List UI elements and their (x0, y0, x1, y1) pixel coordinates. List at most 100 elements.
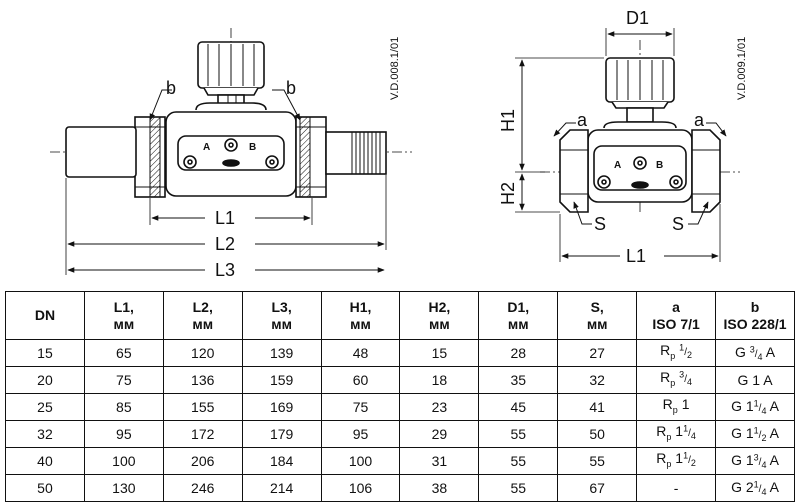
cell-d1: 28 (478, 339, 559, 367)
cell-dn: 50 (5, 474, 85, 502)
thread-b-suffix: A (769, 397, 779, 414)
fraction-denominator: 2 (690, 457, 696, 468)
header-unit: мм (429, 315, 450, 332)
fraction-denominator: 4 (761, 405, 767, 416)
header-unit: мм (192, 315, 214, 332)
thread-a-base: R (660, 368, 671, 385)
cell-l1: 75 (83, 366, 164, 394)
fraction-denominator: 4 (761, 486, 767, 497)
cell-dn: 32 (5, 420, 85, 448)
cell-l1: 130 (83, 474, 164, 502)
dim-l3-left: L3 (215, 260, 235, 280)
thread-a-base: R (656, 449, 667, 466)
cell-l2: 136 (162, 366, 243, 394)
handwheel-right (605, 57, 675, 123)
thread-b-suffix: A (769, 478, 779, 495)
label-a-right: a (694, 110, 705, 130)
cell-s: 50 (557, 420, 638, 448)
cell-thread-b: G 21/4 A (715, 474, 795, 502)
fraction: 3/4 (753, 452, 767, 470)
cell-thread-a: Rp 1/2 (636, 339, 717, 367)
fraction: 1/4 (753, 479, 767, 497)
cell-l3: 214 (241, 474, 322, 502)
cell-l1: 100 (83, 447, 164, 475)
header-cell: H2,мм (399, 291, 480, 340)
fraction: 1/2 (753, 425, 767, 443)
header-cell: D1,мм (478, 291, 559, 340)
header-cell: S,мм (557, 291, 638, 340)
fraction-denominator: 4 (686, 376, 692, 387)
cell-l1: 95 (83, 420, 164, 448)
header-label: D1, (507, 298, 530, 315)
cell-h2: 38 (399, 474, 480, 502)
dim-l1-right: L1 (626, 246, 646, 266)
handwheel-left (197, 41, 265, 108)
cell-s: 67 (557, 474, 638, 502)
right-union-nut (295, 116, 327, 198)
left-view (50, 28, 412, 275)
cell-thread-b: G 3/4 A (715, 339, 795, 367)
cell-s: 55 (557, 447, 638, 475)
cell-thread-a: Rp 11/2 (636, 447, 717, 475)
thread-a-sub: p (666, 431, 672, 442)
thread-a-whole: 1 (675, 449, 684, 466)
header-unit: мм (507, 315, 529, 332)
thread-a-base: R (662, 395, 673, 412)
header-unit: мм (586, 315, 608, 332)
header-unit: ISO 228/1 (723, 315, 787, 332)
header-cell: H1,мм (320, 291, 401, 340)
dim-h2: H2 (498, 182, 518, 205)
port-b-right: B (656, 160, 663, 171)
cell-h2: 29 (399, 420, 480, 448)
cell-dn: 40 (5, 447, 85, 475)
cell-thread-b: G 11/4 A (715, 393, 795, 421)
cell-dn: 15 (5, 339, 85, 367)
fraction-denominator: 4 (690, 430, 696, 441)
header-unit: ISO 7/1 (652, 315, 700, 332)
header-cell: L2,мм (162, 291, 243, 340)
header-cell: DN (5, 291, 85, 340)
cell-l2: 120 (162, 339, 243, 367)
header-cell: L3,мм (241, 291, 322, 340)
cell-h1: 48 (320, 339, 401, 367)
label-s-right: S (672, 214, 684, 234)
fraction-numerator: 1 (683, 450, 689, 461)
cell-h2: 23 (399, 393, 480, 421)
fraction: 1/4 (753, 398, 767, 416)
cell-thread-a: - (636, 474, 717, 502)
fraction-numerator: 1 (683, 423, 689, 434)
fraction-numerator: 1 (679, 342, 685, 353)
cell-dn: 25 (5, 393, 85, 421)
cell-l2: 206 (162, 447, 243, 475)
thread-b-suffix: A (769, 424, 779, 441)
valve-body-right (587, 121, 693, 203)
cell-h1: 95 (320, 420, 401, 448)
fraction-numerator: 3 (749, 344, 755, 355)
header-label: L2, (192, 298, 213, 315)
thread-a-sub: p (672, 404, 678, 415)
valve-body-left (165, 102, 297, 197)
cell-thread-a: Rp 3/4 (636, 366, 717, 394)
right-ref-code: V.D.009.1/01 (736, 37, 748, 100)
thread-b-suffix: A (763, 371, 773, 388)
cell-h1: 100 (320, 447, 401, 475)
thread-b-suffix: A (769, 451, 779, 468)
fraction: 1/2 (683, 450, 696, 468)
label-a-left: a (577, 110, 588, 130)
cell-s: 27 (557, 339, 638, 367)
fraction: 3/4 (749, 344, 763, 362)
label-s-left: S (594, 214, 606, 234)
cell-h1: 60 (320, 366, 401, 394)
right-view (515, 28, 740, 262)
fraction-numerator: 1 (753, 479, 759, 490)
port-a-right: A (614, 160, 621, 171)
cell-h2: 18 (399, 366, 480, 394)
cell-l1: 65 (83, 339, 164, 367)
thread-b-whole: 1 (752, 371, 761, 388)
fraction-denominator: 2 (686, 349, 692, 360)
right-view-right-nut (691, 129, 721, 213)
left-tail-pipe (65, 126, 137, 178)
cell-l3: 184 (241, 447, 322, 475)
cell-l2: 155 (162, 393, 243, 421)
